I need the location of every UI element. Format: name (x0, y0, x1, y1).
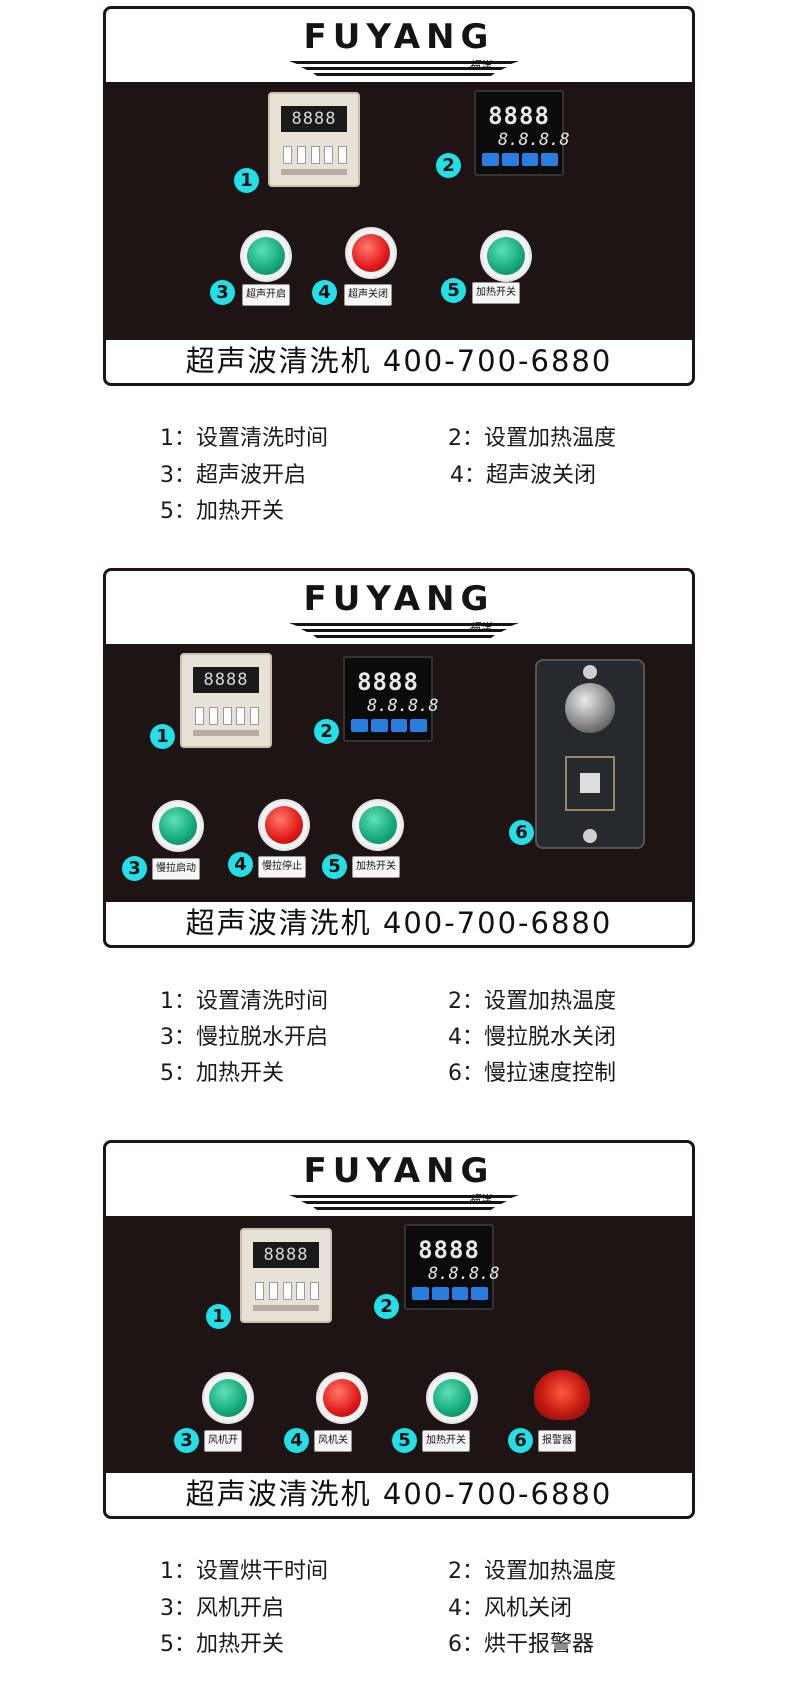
legend-item: 5：加热开关 (160, 1632, 284, 1657)
legend-item: 2：设置加热温度 (448, 989, 616, 1014)
fan-on-button[interactable] (202, 1372, 254, 1424)
logo-stripes (289, 623, 519, 638)
panel-footer: 超声波清洗机 400-700-6880 (106, 902, 692, 945)
marker-4: 4 (228, 852, 253, 877)
temp-display-top: 8888 (488, 102, 550, 130)
speed-controller[interactable] (535, 659, 645, 849)
marker-3: 3 (122, 856, 147, 881)
legend-item: 3：慢拉脱水开启 (160, 1025, 328, 1050)
plate-ultrasonic-stop: 超声关闭 (344, 284, 392, 306)
marker-1: 1 (150, 724, 175, 749)
legend-item: 1：设置清洗时间 (160, 989, 328, 1014)
temperature-controller[interactable]: 8888 8.8.8.8 (343, 656, 439, 742)
control-panel-2: FUYANG 福洋 8888 1 8888 8.8.8.8 2 6 慢拉启动 (103, 568, 695, 948)
marker-2: 2 (314, 719, 339, 744)
timer-controller[interactable]: 8888 (180, 653, 272, 748)
legend-item: 4：慢拉脱水关闭 (448, 1025, 616, 1050)
marker-5: 5 (322, 854, 347, 879)
logo-stripes (289, 61, 519, 76)
legend-item: 5：加热开关 (160, 1061, 284, 1086)
timer-display: 8888 (253, 1242, 319, 1268)
legend-item: 1：设置烘干时间 (160, 1559, 328, 1584)
ultrasonic-stop-button[interactable] (345, 227, 397, 279)
legend-item: 4：风机关闭 (448, 1596, 572, 1621)
timer-controller[interactable]: 8888 (240, 1228, 332, 1323)
legend-item: 1：设置清洗时间 (160, 426, 328, 451)
temp-display-bottom: 8.8.8.8 (367, 696, 439, 716)
plate-slow-lift-stop: 慢拉停止 (258, 856, 306, 878)
timer-dial-keys[interactable] (255, 1282, 319, 1300)
panel-header: FUYANG 福洋 (106, 571, 692, 644)
temp-display-top: 8888 (418, 1236, 480, 1264)
marker-3: 3 (174, 1428, 199, 1453)
legend-item: 6：慢拉速度控制 (448, 1061, 616, 1086)
plate-fan-off: 风机关 (314, 1430, 352, 1452)
marker-6: 6 (509, 820, 534, 845)
marker-2: 2 (436, 153, 461, 178)
panel-header: FUYANG 福洋 (106, 1143, 692, 1216)
heating-switch-button[interactable] (426, 1372, 478, 1424)
temperature-controller[interactable]: 8888 8.8.8.8 (404, 1224, 500, 1310)
slow-lift-stop-button[interactable] (258, 799, 310, 851)
timer-dial-keys[interactable] (195, 707, 259, 725)
brand-chinese: 福洋 (469, 59, 491, 72)
brand-logo: FUYANG (303, 1151, 495, 1191)
speed-knob[interactable] (565, 683, 615, 733)
temp-buttons[interactable] (351, 719, 427, 732)
temp-buttons[interactable] (482, 153, 558, 166)
legend-item: 2：设置加热温度 (448, 426, 616, 451)
legend-item: 3：超声波开启 (160, 463, 306, 488)
marker-1: 1 (206, 1304, 231, 1329)
timer-controller[interactable]: 8888 (268, 92, 360, 187)
control-panel-1: FUYANG 福洋 8888 1 8888 8.8.8.8 2 超声开启 3 超… (103, 6, 695, 386)
panel-footer: 超声波清洗机 400-700-6880 (106, 1473, 692, 1516)
heating-switch-button[interactable] (480, 230, 532, 282)
temp-display-top: 8888 (357, 668, 419, 696)
timer-display: 8888 (281, 106, 347, 132)
marker-5: 5 (392, 1428, 417, 1453)
plate-fan-on: 风机开 (204, 1430, 242, 1452)
logo-stripes (289, 1195, 519, 1210)
legend-item: 5：加热开关 (160, 499, 284, 524)
legend-item: 3：风机开启 (160, 1596, 284, 1621)
temperature-controller[interactable]: 8888 8.8.8.8 (474, 90, 570, 176)
plate-heating-switch: 加热开关 (472, 282, 520, 304)
brand-logo: FUYANG (303, 17, 495, 57)
marker-3: 3 (210, 280, 235, 305)
timer-display: 8888 (193, 667, 259, 693)
marker-5: 5 (441, 278, 466, 303)
control-panel-3: FUYANG 福洋 8888 1 8888 8.8.8.8 2 风机开 3 风机… (103, 1140, 695, 1519)
legend-item: 6：烘干报警器 (448, 1632, 594, 1657)
temp-display-bottom: 8.8.8.8 (498, 130, 570, 150)
brand-chinese: 福洋 (469, 1193, 491, 1206)
legend-item: 4：超声波关闭 (450, 463, 596, 488)
marker-1: 1 (234, 168, 259, 193)
heating-switch-button[interactable] (352, 799, 404, 851)
marker-6: 6 (508, 1428, 533, 1453)
temp-display-bottom: 8.8.8.8 (428, 1264, 500, 1284)
marker-4: 4 (284, 1428, 309, 1453)
panel-header: FUYANG 福洋 (106, 9, 692, 82)
brand-chinese: 福洋 (469, 621, 491, 634)
plate-heating-switch: 加热开关 (352, 856, 400, 878)
brand-logo: FUYANG (303, 579, 495, 619)
temp-buttons[interactable] (412, 1287, 488, 1300)
fan-off-button[interactable] (316, 1372, 368, 1424)
marker-2: 2 (374, 1294, 399, 1319)
alarm-light (534, 1370, 590, 1420)
ultrasonic-start-button[interactable] (240, 230, 292, 282)
speed-switch[interactable] (565, 756, 615, 811)
panel-footer: 超声波清洗机 400-700-6880 (106, 340, 692, 383)
legend-item: 2：设置加热温度 (448, 1559, 616, 1584)
plate-slow-lift-start: 慢拉启动 (152, 858, 200, 880)
timer-dial-keys[interactable] (283, 146, 347, 164)
plate-ultrasonic-start: 超声开启 (242, 284, 290, 306)
plate-alarm: 报警器 (538, 1430, 576, 1452)
marker-4: 4 (312, 280, 337, 305)
plate-heating-switch: 加热开关 (422, 1430, 470, 1452)
slow-lift-start-button[interactable] (152, 800, 204, 852)
